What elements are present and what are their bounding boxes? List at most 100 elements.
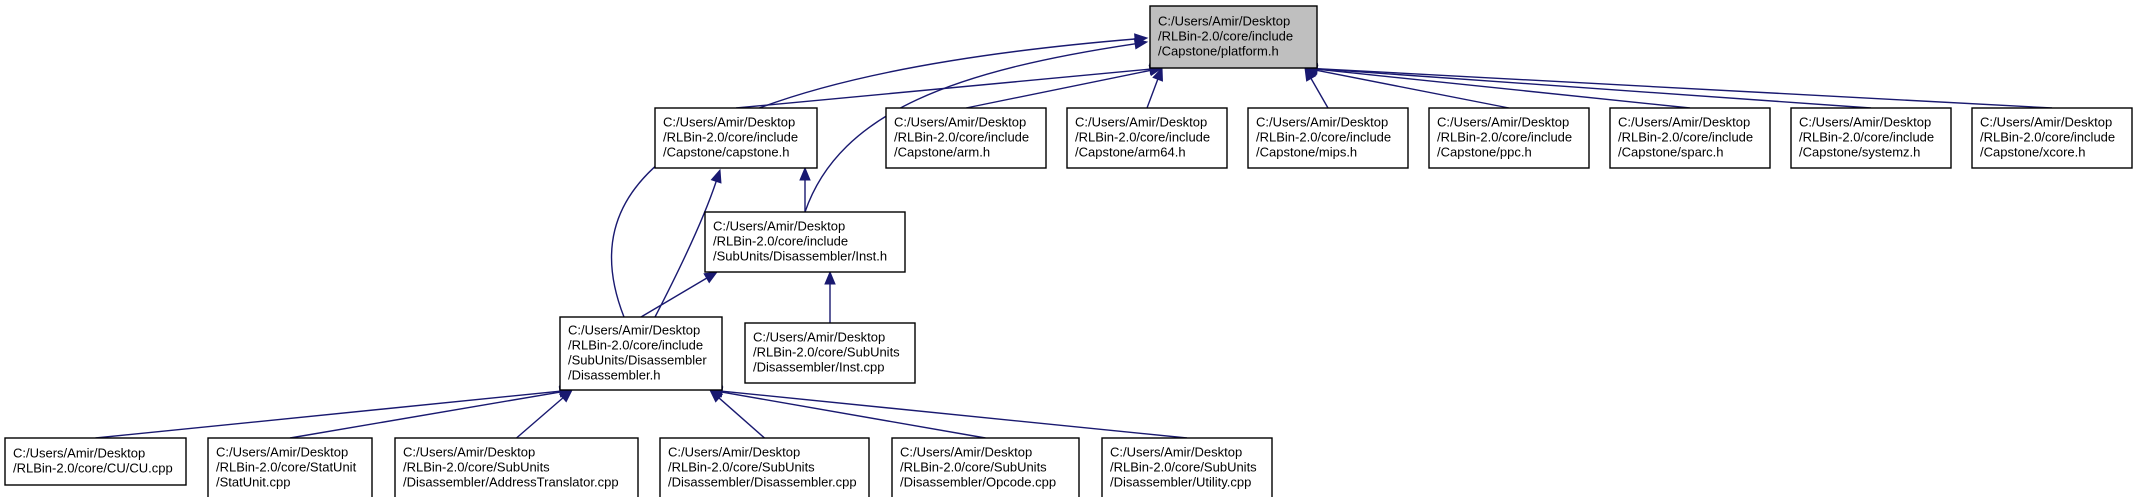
node-box [4,437,187,486]
edge-line [654,181,717,318]
node-xcore[interactable]: C:/Users/Amir/Desktop/RLBin-2.0/core/inc… [1971,107,2133,169]
node-label-line: /StatUnit.cpp [216,475,290,490]
node-box [1971,107,2133,169]
node-cu_cpp[interactable]: C:/Users/Amir/Desktop/RLBin-2.0/core/CU/… [4,437,187,486]
edge-line [1310,78,1329,109]
edge-systemz-to-platform [1303,63,1872,109]
edges-layer [95,33,2053,439]
edge-disassembler_h-to-capstone [654,168,722,318]
node-label-line: /Disassembler/AddressTranslator.cpp [403,475,619,490]
node-label-line: C:/Users/Amir/Desktop [216,445,348,460]
node-label-line: C:/Users/Amir/Desktop [753,330,885,345]
node-label-line: /Capstone/xcore.h [1980,145,2086,160]
arrowhead-icon [558,389,573,403]
edge-line [289,391,561,439]
edge-line [95,390,561,439]
edge-line [640,277,708,318]
node-label-line: C:/Users/Amir/Desktop [1256,115,1388,130]
edge-line [516,397,564,439]
node-label-line: /RLBin-2.0/core/SubUnits [668,460,815,475]
edge-inst_cpp-to-inst_h [824,270,836,323]
node-box [1428,107,1590,169]
edge-addresstranslator_cpp-to-disassembler_h [516,389,573,439]
node-box [1101,437,1273,497]
edge-line [1316,69,1510,109]
node-statunit_cpp[interactable]: C:/Users/Amir/Desktop/RLBin-2.0/core/Sta… [207,437,373,497]
node-sparc[interactable]: C:/Users/Amir/Desktop/RLBin-2.0/core/inc… [1609,107,1771,169]
edge-xcore-to-platform [1303,62,2053,109]
edge-line [721,390,1188,439]
node-label-line: C:/Users/Amir/Desktop [1158,14,1290,29]
node-systemz[interactable]: C:/Users/Amir/Desktop/RLBin-2.0/core/inc… [1790,107,1952,169]
edge-line [1146,78,1159,109]
edge-disassembler_h-to-inst_h [640,271,719,318]
node-ppc[interactable]: C:/Users/Amir/Desktop/RLBin-2.0/core/inc… [1428,107,1590,169]
edge-line [1316,67,2053,109]
node-label-line: /RLBin-2.0/core/include [663,130,798,145]
node-box [1149,5,1318,69]
node-box [1066,107,1228,169]
node-box [1790,107,1952,169]
node-label-line: C:/Users/Amir/Desktop [663,115,795,130]
node-label-line: /RLBin-2.0/core/include [1075,130,1210,145]
node-label-line: C:/Users/Amir/Desktop [1437,115,1569,130]
node-label-line: C:/Users/Amir/Desktop [1618,115,1750,130]
edge-utility_cpp-to-disassembler_h [708,385,1188,439]
node-label-line: /RLBin-2.0/core/include [1618,130,1753,145]
node-box [207,437,373,497]
node-label-line: /RLBin-2.0/core/include [1437,130,1572,145]
node-label-line: /RLBin-2.0/core/include [1158,29,1293,44]
node-label-line: /SubUnits/Disassembler [568,353,707,368]
node-label-line: C:/Users/Amir/Desktop [900,445,1032,460]
node-box [704,211,906,273]
arrowhead-icon [710,168,722,184]
node-label-line: C:/Users/Amir/Desktop [568,323,700,338]
node-label-line: /RLBin-2.0/core/include [1980,130,2115,145]
node-label-line: C:/Users/Amir/Desktop [1110,445,1242,460]
arrowhead-icon [703,271,719,284]
node-box [654,107,818,169]
node-opcode_cpp[interactable]: C:/Users/Amir/Desktop/RLBin-2.0/core/Sub… [891,437,1080,497]
edge-line [1316,68,1872,109]
node-box [394,437,639,497]
node-platform[interactable]: C:/Users/Amir/Desktop/RLBin-2.0/core/inc… [1149,5,1318,69]
node-label-line: C:/Users/Amir/Desktop [1075,115,1207,130]
nodes-layer: C:/Users/Amir/Desktop/RLBin-2.0/core/inc… [4,5,2133,497]
node-arm[interactable]: C:/Users/Amir/Desktop/RLBin-2.0/core/inc… [885,107,1047,169]
node-label-line: C:/Users/Amir/Desktop [894,115,1026,130]
edge-arm64-to-platform [1146,66,1163,109]
node-label-line: /RLBin-2.0/core/include [568,338,703,353]
node-box [885,107,1047,169]
node-mips[interactable]: C:/Users/Amir/Desktop/RLBin-2.0/core/inc… [1247,107,1409,169]
node-capstone[interactable]: C:/Users/Amir/Desktop/RLBin-2.0/core/inc… [654,107,818,169]
node-label-line: /Capstone/sparc.h [1618,145,1724,160]
node-box [744,322,916,384]
node-utility_cpp[interactable]: C:/Users/Amir/Desktop/RLBin-2.0/core/Sub… [1101,437,1273,497]
node-label-line: /RLBin-2.0/core/include [1799,130,1934,145]
edge-disassembler_cpp-to-disassembler_h [709,389,765,439]
arrowhead-icon [799,166,811,181]
node-label-line: C:/Users/Amir/Desktop [1799,115,1931,130]
node-inst_cpp[interactable]: C:/Users/Amir/Desktop/RLBin-2.0/core/Sub… [744,322,916,384]
node-label-line: /RLBin-2.0/core/SubUnits [1110,460,1257,475]
node-label-line: /Capstone/systemz.h [1799,145,1920,160]
node-label-line: /RLBin-2.0/core/StatUnit [216,460,357,475]
node-box [1247,107,1409,169]
node-disassembler_cpp[interactable]: C:/Users/Amir/Desktop/RLBin-2.0/core/Sub… [659,437,870,497]
node-addresstranslator_cpp[interactable]: C:/Users/Amir/Desktop/RLBin-2.0/core/Sub… [394,437,639,497]
node-box [1609,107,1771,169]
node-disassembler_h[interactable]: C:/Users/Amir/Desktop/RLBin-2.0/core/inc… [559,316,723,391]
edge-line [804,43,1136,213]
node-label-line: /SubUnits/Disassembler/Inst.h [713,249,887,264]
edge-inst_h-to-capstone [799,166,811,212]
node-label-line: /RLBin-2.0/core/include [1256,130,1391,145]
node-label-line: C:/Users/Amir/Desktop [13,446,145,461]
node-label-line: /Capstone/capstone.h [663,145,789,160]
node-label-line: /RLBin-2.0/core/SubUnits [900,460,1047,475]
arrowhead-icon [824,270,836,285]
node-label-line: /Disassembler/Disassembler.cpp [668,475,857,490]
node-inst_h[interactable]: C:/Users/Amir/Desktop/RLBin-2.0/core/inc… [704,211,906,273]
edge-line [718,397,765,439]
node-arm64[interactable]: C:/Users/Amir/Desktop/RLBin-2.0/core/inc… [1066,107,1228,169]
node-label-line: /Capstone/ppc.h [1437,145,1532,160]
